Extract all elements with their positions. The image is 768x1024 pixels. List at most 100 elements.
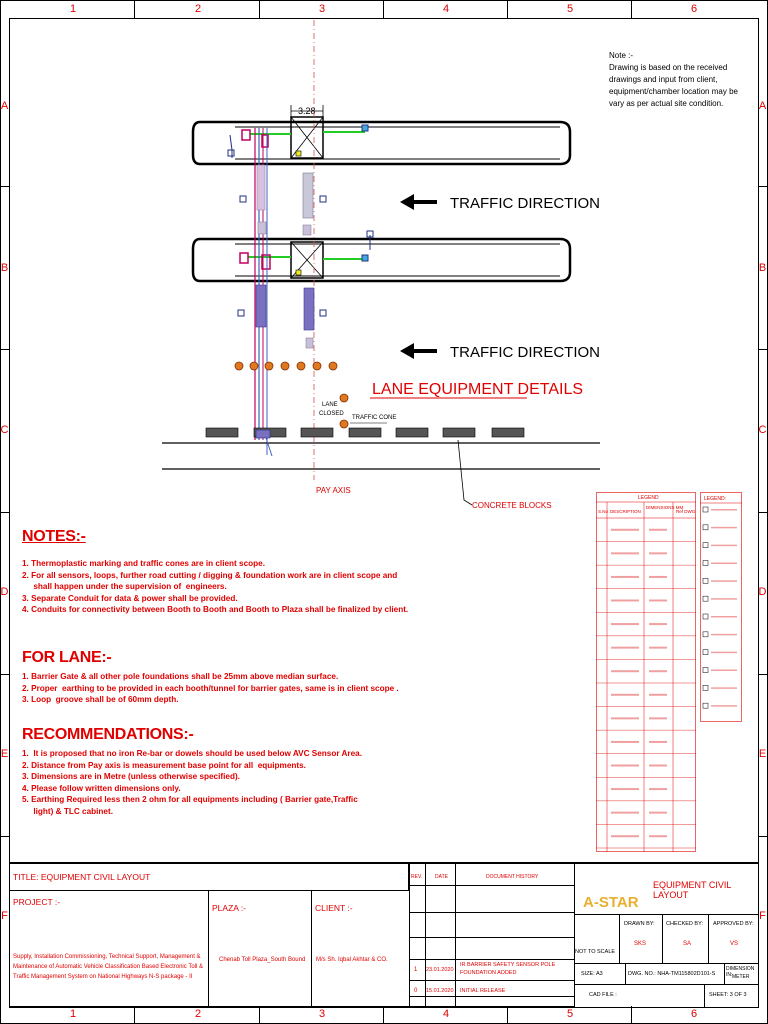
project-cell: PROJECT :- Supply, Installation Commissi… — [9, 890, 209, 1007]
notes-item-4: 3. Separate Conduit for data & power sha… — [22, 593, 238, 603]
loop-block-5 — [257, 221, 267, 235]
notes-item-2: 2. For all sensors, loops, further road … — [22, 570, 398, 580]
project-label: PROJECT :- — [13, 897, 61, 907]
row-marker-left-c: C — [0, 424, 9, 436]
recommendations-item-2: 2. Distance from Pay axis is measurement… — [22, 760, 306, 770]
notes-title: NOTES:- — [22, 528, 86, 545]
legend-symbol-text-placeholder — [711, 651, 737, 654]
legend-symbol-swatch — [702, 667, 709, 673]
legend-symbol-swatch — [702, 613, 709, 620]
traffic-direction-arrow-2: TRAFFIC DIRECTION — [400, 343, 600, 361]
legend-row-description-placeholder — [611, 552, 639, 555]
legend-row-description-placeholder — [611, 693, 639, 696]
lane-closed-label-1: LANE — [322, 402, 338, 408]
client-value: M/s Sh. Iqbal Akhtar & CO. — [316, 957, 388, 963]
legend-row-description-placeholder — [611, 575, 639, 578]
loop-block-4 — [303, 287, 315, 331]
dimension-label: 3.28 — [298, 106, 316, 116]
history-0: INITIAL RELEASE — [460, 988, 506, 994]
size: SIZE: A3 — [581, 971, 603, 977]
legend-symbol-swatch — [702, 578, 709, 584]
legend-row-dimension-placeholder — [649, 670, 667, 673]
recommendations-item-4: 4. Please follow written dimensions only… — [22, 783, 181, 793]
for-lane-item-1: 1. Barrier Gate & all other pole foundat… — [22, 672, 339, 681]
project-text-1: Supply, Installation Commissioning, Tech… — [13, 954, 201, 960]
loop-block-6 — [302, 224, 312, 236]
row-marker-left-b: B — [0, 262, 9, 274]
checked-by: SA — [683, 941, 692, 947]
company-logo-text: A-STAR — [583, 894, 639, 911]
approved-by: VS — [730, 941, 739, 947]
legend-col-dimensions: DIMENSIONS MM — [646, 505, 684, 510]
sheet-cell: SHEET: 3 OF 3 — [704, 984, 758, 1007]
row-marker-right-a: A — [758, 100, 767, 112]
inner-border — [9, 18, 759, 1008]
history-1-line-2: FOUNDATION ADDED — [460, 970, 517, 976]
drawing-title: EQUIPMENT CIVIL LAYOUT — [653, 880, 732, 900]
recommendations-section: RECOMMENDATIONS:- 1. It is proposed that… — [22, 726, 362, 817]
legend-symbol-text-placeholder — [711, 598, 737, 600]
not-to-scale-cell: NOT TO SCALE — [574, 914, 620, 964]
project-text-3: Traffic Management System on National Hi… — [13, 974, 193, 980]
loop-block-1 — [256, 164, 266, 211]
legend-row-dimension-placeholder — [649, 811, 667, 814]
col-marker-top-4: 4 — [442, 3, 450, 15]
col-marker-bottom-4: 4 — [442, 1008, 450, 1020]
lane-closed-label-2: CLOSED — [319, 411, 344, 417]
loop-block-2 — [302, 172, 314, 219]
date-header: DATE — [435, 874, 448, 880]
note-heading: Note :- — [609, 51, 634, 60]
approved-by-cell: APPROVED BY: VS — [708, 914, 758, 964]
recommendations-item-5: 5. Earthing Required less then 2 ohm for… — [22, 795, 358, 804]
for-lane-item-2: 2. Proper earthing to be provided in eac… — [22, 683, 399, 693]
note-body: Drawing is based on the received drawing… — [609, 63, 738, 108]
row-marker-left-f: F — [1, 910, 8, 922]
row-marker-right-d: D — [758, 586, 767, 598]
for-lane-section: FOR LANE:- 1. Barrier Gate & all other p… — [22, 649, 399, 706]
legend-row-dimension-placeholder — [649, 717, 667, 720]
legend-row-description-placeholder — [611, 764, 639, 767]
legend-row-dimension-placeholder — [649, 693, 667, 696]
dimension-value: METER — [732, 974, 750, 980]
notes-section: NOTES:- 1. Thermoplastic marking and tra… — [22, 528, 408, 616]
size-cell: SIZE: A3 — [574, 963, 626, 985]
legend-symbol-swatch — [702, 702, 709, 709]
pay-axis-label: PAY AXIS — [316, 486, 351, 495]
legend-row-description-placeholder — [611, 599, 639, 602]
recommendations-item-6: light) & TLC cabinet. — [22, 806, 113, 816]
row-marker-left-e: E — [0, 748, 9, 760]
plaza-label: PLAZA :- — [212, 903, 247, 913]
legend-symbol-swatch — [702, 524, 709, 531]
company-cell: A-STAR EQUIPMENT CIVIL LAYOUT — [574, 863, 758, 915]
legend-symbol-text-placeholder — [711, 526, 737, 529]
row-marker-right-e: E — [758, 748, 767, 760]
legend-table: LEGEND S.No DESCRIPTION DIMENSIONS MM Re… — [596, 492, 696, 852]
recommendations-title: RECOMMENDATIONS:- — [22, 726, 194, 743]
drawn-by-cell: DRAWN BY: SKS — [619, 914, 663, 964]
title-text: TITLE: EQUIPMENT CIVIL LAYOUT — [13, 872, 151, 882]
col-marker-top-2: 2 — [194, 3, 202, 15]
legend-row-description-placeholder — [611, 528, 639, 531]
notes-item-5: 4. Conduits for connectivity between Boo… — [22, 605, 409, 614]
legend-row-dimension-placeholder — [649, 575, 667, 578]
row-marker-right-c: C — [758, 424, 767, 436]
toll-island-1 — [191, 116, 572, 166]
dwg-no: DWG. NO.: NHA-TM115802D101-S — [628, 971, 716, 977]
rev-0: 0 — [414, 988, 418, 994]
notes-item-3: shall happen under the supervision of en… — [22, 582, 227, 591]
legend-symbol-text-placeholder — [711, 562, 737, 564]
legend-col-ref: Ref DWG — [676, 509, 696, 514]
legend-row-dimension-placeholder — [649, 623, 667, 626]
legend-row-dimension-placeholder — [649, 646, 667, 649]
not-to-scale: NOT TO SCALE — [575, 949, 616, 955]
legend-symbol-text-placeholder — [711, 705, 737, 707]
legend-symbol-swatch — [702, 595, 709, 602]
legend-row-description-placeholder — [611, 788, 639, 791]
lane-layout-drawing: 3.28 TRAFFIC DIRECTION — [162, 20, 600, 510]
dimension-label-tb: DIMENSION IN: — [726, 966, 755, 978]
traffic-direction-label-1: TRAFFIC DIRECTION — [450, 195, 600, 212]
legend-row-description-placeholder — [611, 811, 639, 814]
legend-symbol-text-placeholder — [711, 633, 737, 636]
history-header: DOCUMENT HISTORY — [486, 874, 539, 880]
legend-symbol-text-placeholder — [711, 669, 737, 671]
